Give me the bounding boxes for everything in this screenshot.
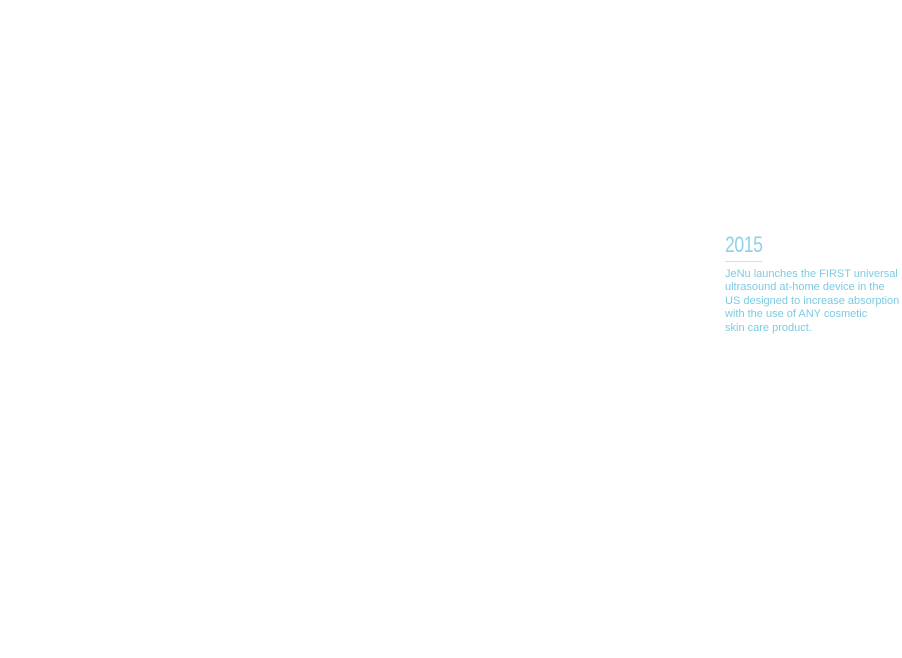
timeline-description: JeNu launches the FIRST universal ultras… <box>725 268 900 334</box>
timeline-year: 2015 <box>725 232 763 262</box>
timeline-entry: 2015 JeNu launches the FIRST universal u… <box>725 232 901 335</box>
